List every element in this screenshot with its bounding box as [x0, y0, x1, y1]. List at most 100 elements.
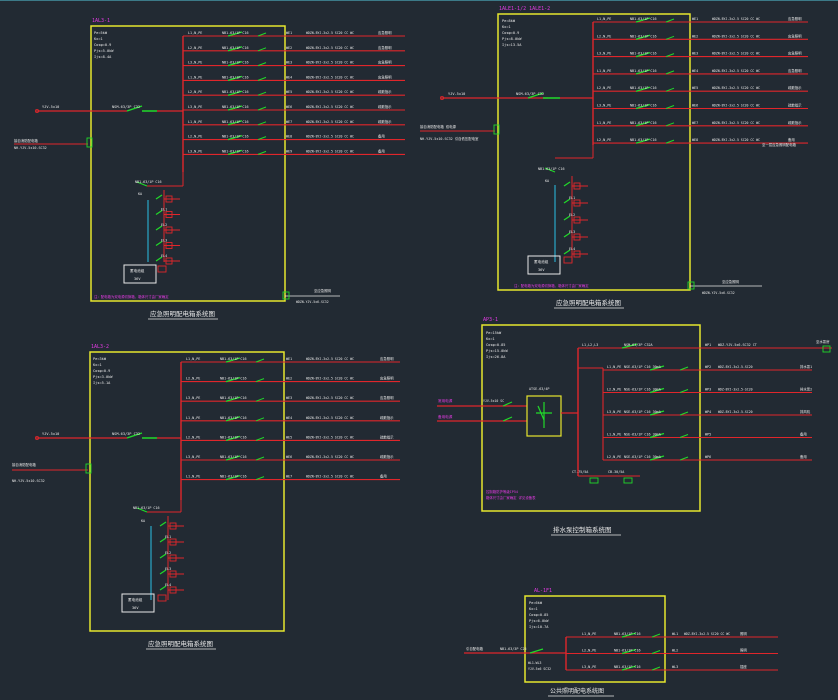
circuit-cable-label: WDZN-BYJ-3x2.5 SC20 CC WC — [306, 475, 354, 479]
spec-line: Pjs=5.0kW — [94, 49, 114, 53]
circuit-breaker-symbol — [649, 455, 665, 461]
circuit-breaker-symbol — [621, 632, 637, 638]
panel-title: 排水泵控制箱系统图 — [553, 525, 612, 534]
circuit-cable-label: WDZN-BYJ-3x2.5 SC20 CC WC — [306, 135, 354, 139]
circuit-id-label: WE6 — [286, 105, 292, 109]
circuit-id-label: WP3 — [705, 388, 711, 392]
sub-item-label: KA — [141, 519, 145, 523]
ats-label: ATSE-63/4P — [529, 387, 549, 391]
spec-line: Kx=1 — [486, 337, 495, 341]
circuit-breaker-label: NB1-63/1P C16 — [630, 86, 657, 90]
circuit-cable-label: WDZN-BYJ-3x2.5 SC20 CC WC — [306, 416, 354, 420]
circuit-phase-label: L1,N,PE — [597, 69, 611, 73]
circuit-id-label: WP4 — [705, 410, 711, 414]
circuit-contactor-symbol — [679, 456, 689, 461]
circuit-breaker-label: NB1-63/1P C16 — [630, 69, 657, 73]
circuit-breaker-symbol — [227, 46, 243, 52]
incoming-note: NH-YJV-5x10-SC32 — [12, 479, 45, 483]
extra-load-label: 至一层应急照明配电箱 — [762, 142, 797, 147]
ups-battery-box — [121, 593, 155, 613]
circuit-breaker-symbol — [635, 86, 651, 92]
spec-line: Pe=15kW — [486, 331, 502, 335]
circuit-phase-label: L3,N,PE — [186, 455, 200, 459]
right-tag-marker — [822, 345, 831, 353]
sub-breaker-symbol — [136, 181, 148, 187]
ups-label: 蓄电池组 — [128, 597, 143, 602]
circuit-contactor-symbol — [257, 62, 267, 67]
sub-item-label: EL1 — [569, 196, 575, 200]
circuit-load-label: 疏散指示 — [788, 120, 802, 125]
circuit-phase-label: L2,N,PE — [607, 455, 621, 459]
sub-item-label: EL2 — [165, 551, 171, 555]
circuit-cable-label: WDZ-BYJ-3x2.5-SC20 — [718, 388, 753, 392]
circuit-cable-label: WDZN-BYJ-3x2.5 SC20 CC WC — [712, 17, 760, 21]
panel-top-right: 1ALE1-1/2 1ALE1-2 Pe=8kW Kx=1 Cosφ=0.9 P… — [420, 6, 808, 309]
circuit-breaker-symbol — [225, 435, 241, 442]
circuit-contactor-symbol — [257, 150, 267, 155]
circuit-breaker-label: NB1-63/1P C16 — [220, 435, 247, 439]
main-breaker-label: NSM-63/3P C32 — [112, 105, 140, 109]
circuit-breaker-label: NB1-63/1P C16 — [220, 357, 247, 361]
incoming-cable-label: YJV-5x10 — [42, 105, 59, 109]
spec-line: Ijs=13.5A — [502, 43, 522, 47]
sub-breaker-label: NB1-63/1P C16 — [538, 167, 565, 171]
circuit-cable-label: WDZN-BYJ-3x2.5 SC20 CC WC — [712, 138, 760, 142]
circuit-phase-label: L1,N,PE — [188, 31, 202, 35]
circuit-id-label: WP6 — [705, 455, 711, 459]
sub-item-switch — [159, 537, 167, 543]
circuit-breaker-symbol — [635, 17, 651, 23]
circuit-phase-label: L3,N,PE — [607, 410, 621, 414]
circuit-load-label: 疏散指示 — [380, 434, 394, 439]
circuit-load-label: 备用 — [800, 454, 807, 459]
sub-item-switch — [159, 553, 167, 559]
circuit-phase-label: L1,N,PE — [188, 120, 202, 124]
circuit-phase-label: L1,N,PE — [582, 632, 596, 636]
panel-footnote: 注：配电箱为双电源切换箱，箱体尺寸由厂家确定 — [514, 283, 589, 288]
sub-item-box — [169, 538, 177, 546]
panel-entry-marker — [86, 137, 93, 148]
sub-item-box — [169, 570, 177, 578]
circuit-phase-label: L3,N,PE — [188, 61, 202, 65]
incoming-note: NH-YJV-5x10-SC32 — [14, 146, 47, 150]
circuit-contactor-symbol — [665, 87, 675, 92]
circuit-breaker-label: NB1-63/1P C16 — [222, 149, 249, 153]
circuit-load-label: 疏散指示 — [378, 89, 392, 94]
spec-line: Pjs=8.0kW — [502, 37, 522, 41]
circuit-phase-label: L1,N,PE — [186, 357, 200, 361]
top-circuit-breaker-label: NSM-63/3P C32A — [624, 343, 653, 347]
circuit-contactor-symbol — [257, 121, 267, 126]
incoming-note: 接自消防配电箱 — [12, 462, 36, 467]
circuit-load-label: 排水泵1 — [800, 364, 812, 369]
sub-item-switch — [155, 256, 163, 262]
panel-spec-block: Pe=5kW Kx=1 Cosφ=0.9 Pjs=5.0kW Ijs=8.4A — [94, 31, 114, 59]
circuit-load-label: 应急照明 — [378, 74, 392, 79]
sub-item-label: EL3 — [569, 230, 575, 234]
circuit-breaker-label: NB1-63/1P C16 — [220, 475, 247, 479]
circuit-load-label: 应急照明 — [380, 395, 394, 400]
circuit-breaker-symbol — [649, 410, 665, 416]
main-breaker-label: NB1-63/3P C25 — [500, 647, 527, 651]
sub-item-box — [165, 226, 173, 234]
circuit-contactor-symbol — [665, 53, 675, 58]
panel-border — [481, 324, 701, 512]
circuit-id-label: WE7 — [286, 475, 292, 479]
sub-item-label: EL3 — [165, 567, 171, 571]
circuit-cable-label: WDZ-BYJ-3x2.5-SC20 — [718, 365, 753, 369]
circuit-contactor-symbol — [651, 650, 661, 654]
circuit-cable-label: WDZN-BYJ-3x2.5 SC20 CC WC — [306, 46, 354, 50]
circuit-contactor-symbol — [255, 378, 265, 383]
circuit-breaker-symbol — [635, 121, 651, 127]
panel-border — [497, 13, 691, 291]
circuit-breaker-symbol — [225, 416, 241, 422]
circuit-phase-label: L3,N,PE — [597, 52, 611, 56]
circuit-load-label: 疏散指示 — [788, 85, 802, 90]
circuit-contactor-symbol — [255, 476, 265, 481]
circuit-breaker-label: NB1-63/1P C16 — [614, 665, 641, 669]
circuit-load-label: 疏散指示 — [380, 454, 394, 459]
panel-middle-right: AP3-1 Pe=15kW Kx=1 Cosφ=0.85 Pjs=15.0kW … — [437, 317, 832, 536]
circuit-contactor-symbol — [665, 139, 675, 144]
circuit-load-label: 插座 — [740, 664, 747, 669]
circuit-phase-label: L2,N,PE — [597, 138, 611, 142]
